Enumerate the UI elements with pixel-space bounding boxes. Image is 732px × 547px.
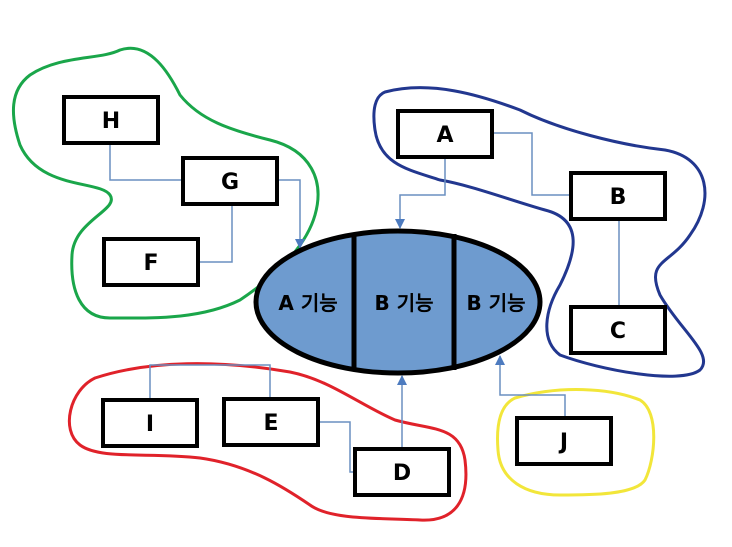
box-h-label: H	[102, 109, 120, 134]
connector-i-e	[149, 364, 271, 400]
green-group-outline	[11, 46, 320, 320]
box-j: J	[515, 416, 613, 466]
connector-a-b	[492, 132, 570, 196]
box-e-label: E	[263, 411, 278, 436]
red-group-outline	[67, 362, 468, 522]
function-oval: A 기능 B 기능 B 기능	[253, 228, 543, 376]
yellow-group-outline	[496, 388, 656, 497]
blue-group-outline	[372, 86, 707, 378]
box-i: I	[101, 398, 199, 448]
box-i-label: I	[146, 412, 154, 437]
box-d-label: D	[393, 461, 411, 486]
box-g: G	[181, 156, 279, 206]
box-b-label: B	[610, 185, 627, 210]
box-g-label: G	[221, 170, 239, 195]
connector-g-f	[200, 205, 233, 263]
connector-h-g	[109, 145, 182, 181]
box-j-label: J	[558, 430, 568, 455]
connector-g-oval	[278, 179, 305, 249]
connector-j-oval	[495, 355, 566, 418]
box-f: F	[102, 237, 200, 287]
box-c: C	[569, 305, 667, 355]
oval-shape	[253, 228, 543, 376]
box-f-label: F	[143, 251, 158, 276]
box-d: D	[353, 447, 451, 497]
box-b: B	[569, 171, 667, 221]
oval-segment-b2-label: B 기능	[466, 291, 525, 315]
oval-segment-a-label: A 기능	[278, 291, 337, 315]
box-c-label: C	[610, 319, 626, 344]
connector-e-d	[320, 421, 355, 473]
box-h: H	[62, 95, 160, 145]
box-a-label: A	[436, 123, 453, 148]
box-a: A	[396, 109, 494, 159]
box-e: E	[222, 397, 320, 447]
connector-a-oval	[395, 158, 446, 229]
oval-segment-b1-label: B 기능	[374, 291, 433, 315]
